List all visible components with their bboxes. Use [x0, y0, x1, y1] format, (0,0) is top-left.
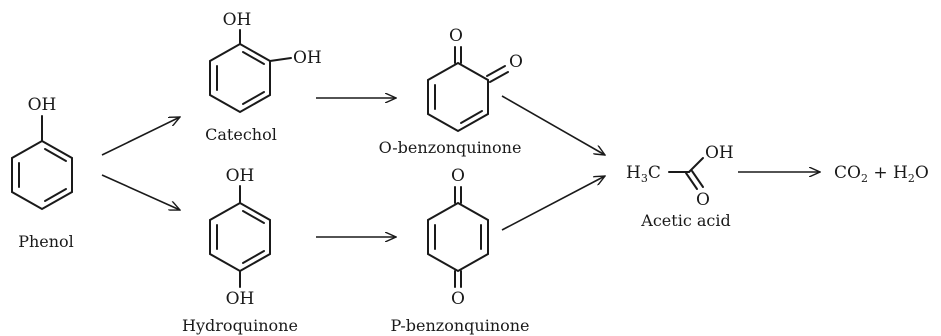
catechol-name: Catechol: [205, 125, 277, 144]
o-benzoquinone-ring: [427, 61, 489, 133]
o-benzoquinone-o-top-label: O: [449, 26, 463, 46]
acetic-acid-methyl-label: H3C: [626, 163, 661, 185]
p-benzoquinone-structure: O O: [427, 166, 489, 309]
catechol-double-bond: [242, 51, 265, 65]
phenol-oh-label: OH: [28, 95, 57, 115]
final-products-label: CO2 + H2O: [834, 163, 929, 185]
hydroquinone-oh-top-label: OH: [226, 166, 255, 186]
acetic-acid-oh-label: OH: [705, 143, 734, 163]
catechol-oh-bond: [269, 57, 292, 62]
phenol-name: Phenol: [18, 232, 74, 251]
phenol-double-bond: [44, 148, 67, 162]
acetic-acid-o-label: O: [696, 190, 710, 210]
arrow-phenol-to-catechol: [101, 117, 180, 156]
o-benzoquinone-o-side-label: O: [509, 52, 523, 72]
acetic-acid-carbonyl-bond: [685, 172, 698, 190]
phenol-structure: OH: [11, 95, 73, 211]
acetic-acid-carbonyl-bond: [691, 170, 704, 188]
o-benzoquinone-carbonyl-bond: [489, 71, 509, 83]
catechol-structure: OH OH: [209, 10, 322, 114]
acetic-acid-name: Acetic acid: [640, 211, 730, 230]
p-benzoquinone-name: P-benzonquinone: [390, 316, 529, 335]
catechol-oh-top-label: OH: [223, 10, 252, 30]
hydroquinone-double-bond: [242, 210, 265, 224]
o-benzoquinone-double-bond: [460, 110, 483, 124]
arrow-o-benzoquinone-to-acetic-acid: [501, 95, 605, 155]
phenol-double-bond: [44, 188, 67, 202]
p-benzoquinone-o-top-label: O: [451, 166, 465, 186]
hydroquinone-ring: [209, 201, 271, 273]
acetic-acid-oh-bond: [688, 157, 704, 173]
hydroquinone-double-bond: [242, 250, 265, 264]
hydroquinone-oh-bottom-label: OH: [226, 289, 255, 309]
hydroquinone-name: Hydroquinone: [182, 316, 298, 335]
phenol-ring: [11, 139, 73, 211]
catechol-double-bond: [242, 91, 265, 105]
arrow-p-benzoquinone-to-acetic-acid: [501, 176, 605, 231]
o-benzoquinone-structure: O O: [427, 26, 523, 133]
p-benzoquinone-ring: [427, 201, 489, 273]
arrow-phenol-to-hydroquinone: [101, 174, 180, 210]
catechol-oh-side-label: OH: [293, 48, 322, 68]
o-benzoquinone-carbonyl-bond: [486, 65, 506, 77]
acetic-acid-structure: H3C OH O: [626, 143, 734, 210]
catechol-ring: [209, 42, 271, 114]
p-benzoquinone-o-bottom-label: O: [451, 289, 465, 309]
hydroquinone-structure: OH OH: [209, 166, 271, 309]
o-benzoquinone-name: O-benzonquinone: [379, 138, 522, 157]
